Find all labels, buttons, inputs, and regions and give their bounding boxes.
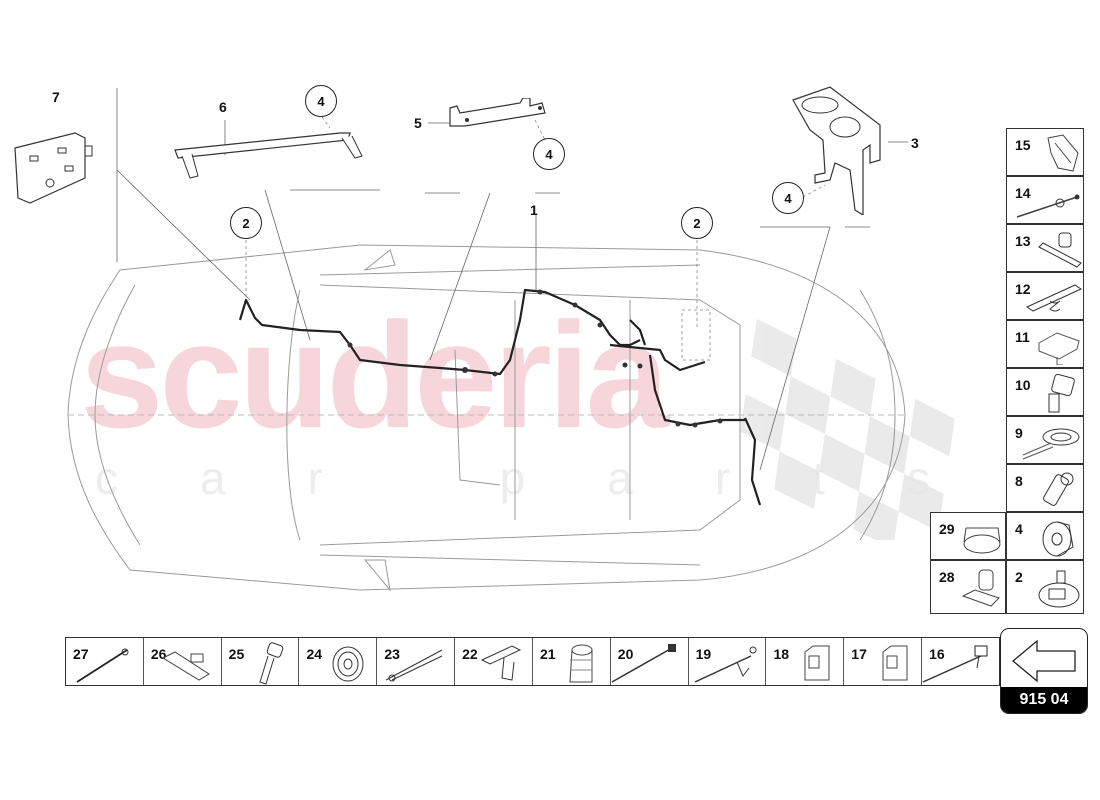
callout-4-part3: 4 (772, 182, 804, 214)
grommet-harness-icon (1022, 428, 1080, 460)
thumb-part-8[interactable]: 8 (1006, 464, 1084, 512)
cable-tie-clip-icon (611, 644, 676, 683)
housing-connector-icon (804, 645, 830, 681)
thumb-part-19[interactable]: 19 (689, 638, 767, 685)
thumb-part-29[interactable]: 29 (930, 512, 1006, 560)
grommet-icon (1042, 521, 1074, 557)
part-label-5: 5 (414, 115, 422, 131)
plug-grommet-icon (569, 644, 593, 683)
part-label-6: 6 (219, 99, 227, 115)
round-clip-icon (1038, 570, 1080, 608)
part-7-bracket-icon (14, 132, 93, 204)
callout-2-rear: 2 (681, 207, 713, 239)
thumb-part-14[interactable]: 14 (1006, 176, 1084, 224)
holder-clip-icon (961, 569, 1000, 607)
part-5-bracket-icon (449, 98, 546, 127)
thumb-part-4[interactable]: 4 (1006, 512, 1084, 560)
part-label-3: 3 (911, 135, 919, 151)
clip-ring-icon (963, 527, 1001, 554)
thumb-part-23[interactable]: 23 (377, 638, 456, 685)
clip-holder-icon (1038, 232, 1082, 268)
thumb-part-27[interactable]: 27 (66, 638, 144, 685)
thumb-part-11[interactable]: 11 (1006, 320, 1084, 368)
callout-4-part5: 4 (533, 138, 565, 170)
part-label-1: 1 (530, 202, 538, 218)
washer-grommet-icon (332, 646, 364, 682)
parts-strip-bottom: 27 26 25 24 23 22 21 20 19 18 17 16 (65, 637, 1000, 686)
callout-2-front: 2 (230, 207, 262, 239)
cable-tie-icon (76, 648, 129, 683)
thumb-part-2[interactable]: 2 (1006, 560, 1084, 614)
thumb-part-24[interactable]: 24 (299, 638, 378, 685)
thumb-part-13[interactable]: 13 (1006, 224, 1084, 272)
page-code-label: 915 04 (1001, 687, 1087, 713)
cable-tie-icon (1016, 194, 1080, 218)
clip-plate-icon (161, 651, 210, 681)
arrow-left-icon (1011, 639, 1076, 683)
callout-4-part6: 4 (305, 85, 337, 117)
cable-tie-anchor-icon (695, 646, 757, 683)
previous-page-nav-button[interactable]: 915 04 (1000, 628, 1088, 714)
thumb-part-16[interactable]: 16 (922, 638, 999, 685)
part-3-bracket-icon (792, 86, 881, 215)
thumb-part-20[interactable]: 20 (611, 638, 689, 685)
housing-connector-icon (882, 645, 908, 681)
cable-tie-connector-icon (922, 645, 988, 683)
connector-icon (1048, 373, 1075, 413)
bolt-icon (259, 642, 284, 685)
thumb-part-21[interactable]: 21 (533, 638, 611, 685)
thumb-part-10[interactable]: 10 (1006, 368, 1084, 416)
bracket-clip-icon (1038, 332, 1080, 365)
thumb-part-17[interactable]: 17 (844, 638, 923, 685)
spring-clip-icon (1025, 284, 1083, 312)
thumb-part-9[interactable]: 9 (1006, 416, 1084, 464)
part-label-7: 7 (52, 89, 60, 105)
double-tie-icon (385, 649, 443, 682)
watermark-scuderia: scuderia (80, 291, 669, 459)
thumb-part-28[interactable]: 28 (930, 560, 1006, 614)
checkered-flag-watermark (740, 318, 955, 540)
thumb-part-22[interactable]: 22 (455, 638, 533, 685)
thumb-part-26[interactable]: 26 (144, 638, 222, 685)
part-6-rail-icon (174, 132, 363, 179)
thumb-part-12[interactable]: 12 (1006, 272, 1084, 320)
thumb-part-18[interactable]: 18 (766, 638, 845, 685)
thumb-part-25[interactable]: 25 (222, 638, 300, 685)
clip-icon (1047, 134, 1079, 172)
clip-bracket-icon (480, 645, 522, 681)
sensor-plug-icon (1043, 472, 1074, 506)
thumb-part-15[interactable]: 15 (1006, 128, 1084, 176)
